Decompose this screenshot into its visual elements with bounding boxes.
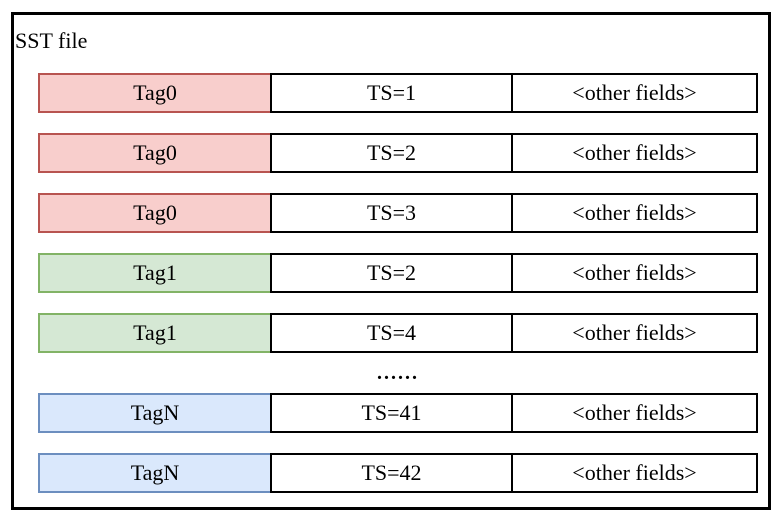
timestamp-cell: TS=4 <box>270 313 513 353</box>
timestamp-cell: TS=2 <box>270 133 513 173</box>
tag-cell: TagN <box>38 453 272 493</box>
tag-cell: Tag1 <box>38 253 272 293</box>
timestamp-cell: TS=3 <box>270 193 513 233</box>
other-fields-cell: <other fields> <box>511 313 758 353</box>
record-rows: Tag0 TS=1 <other fields> Tag0 TS=2 <othe… <box>38 73 758 513</box>
other-fields-cell: <other fields> <box>511 133 758 173</box>
other-fields-cell: <other fields> <box>511 393 758 433</box>
other-fields-cell: <other fields> <box>511 73 758 113</box>
tag-cell: Tag0 <box>38 193 272 233</box>
timestamp-cell: TS=1 <box>270 73 513 113</box>
tag-cell: Tag0 <box>38 133 272 173</box>
other-fields-cell: <other fields> <box>511 453 758 493</box>
record-row: TagN TS=41 <other fields> <box>38 393 758 433</box>
record-row: Tag1 TS=4 <other fields> <box>38 313 758 353</box>
record-row: Tag1 TS=2 <other fields> <box>38 253 758 293</box>
record-row: Tag0 TS=3 <other fields> <box>38 193 758 233</box>
timestamp-cell: TS=41 <box>270 393 513 433</box>
sst-file-box: SST file Tag0 TS=1 <other fields> Tag0 T… <box>11 12 771 510</box>
timestamp-cell: TS=2 <box>270 253 513 293</box>
sst-file-label: SST file <box>15 28 88 53</box>
record-row: Tag0 TS=1 <other fields> <box>38 73 758 113</box>
other-fields-cell: <other fields> <box>511 253 758 293</box>
record-row: Tag0 TS=2 <other fields> <box>38 133 758 173</box>
tag-cell: Tag1 <box>38 313 272 353</box>
timestamp-cell: TS=42 <box>270 453 513 493</box>
tag-cell: Tag0 <box>38 73 272 113</box>
other-fields-cell: <other fields> <box>511 193 758 233</box>
record-row: TagN TS=42 <other fields> <box>38 453 758 493</box>
tag-cell: TagN <box>38 393 272 433</box>
ellipsis-text: ...... <box>377 361 419 384</box>
